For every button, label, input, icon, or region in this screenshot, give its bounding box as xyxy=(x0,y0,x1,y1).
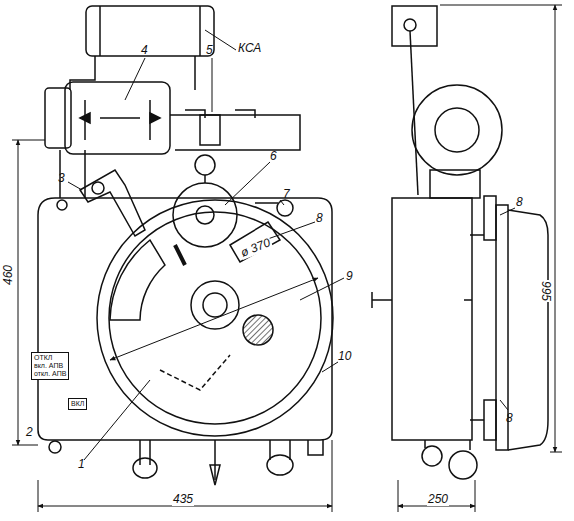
plate-text: откл. АПВ xyxy=(34,370,66,378)
callout-number: 5 xyxy=(206,44,213,57)
gear xyxy=(173,183,237,247)
ksa-side xyxy=(392,6,437,46)
cam xyxy=(230,222,280,262)
callout-number: 6 xyxy=(270,150,277,163)
plate-text: ВКЛ xyxy=(71,400,84,408)
dimension: 995 xyxy=(539,280,552,302)
callout-number: ø 370 xyxy=(238,236,273,260)
callout-number: 8 xyxy=(516,196,523,209)
plate-text: вкл. АПВ xyxy=(34,362,66,370)
housing xyxy=(38,198,332,440)
callout-number: 4 xyxy=(141,44,148,57)
name-plate: ОТКЛвкл. АПВоткл. АПВ xyxy=(31,352,69,380)
callout-number: 8 xyxy=(506,412,513,425)
housing-side xyxy=(392,198,472,440)
motor xyxy=(65,82,170,154)
motor-side xyxy=(412,85,502,175)
callout-number: 10 xyxy=(338,350,351,363)
callout-number: 9 xyxy=(346,270,353,283)
callout-number: 1 xyxy=(78,458,85,471)
dimension: 250 xyxy=(427,493,449,506)
ksa-unit xyxy=(86,6,214,56)
disk-side xyxy=(508,210,548,450)
callout-number: 7 xyxy=(283,188,290,201)
bracket xyxy=(170,110,300,150)
callout-number: 8 xyxy=(316,212,323,225)
callout-number: 3 xyxy=(58,172,65,185)
name-plate: ВКЛ xyxy=(68,398,87,410)
dimension: 435 xyxy=(172,493,194,506)
callout-number: КСА xyxy=(238,42,261,55)
callout-number: 2 xyxy=(26,426,33,439)
lever xyxy=(80,170,145,236)
plate-text: ОТКЛ xyxy=(34,354,66,362)
dimension: 460 xyxy=(2,265,15,285)
